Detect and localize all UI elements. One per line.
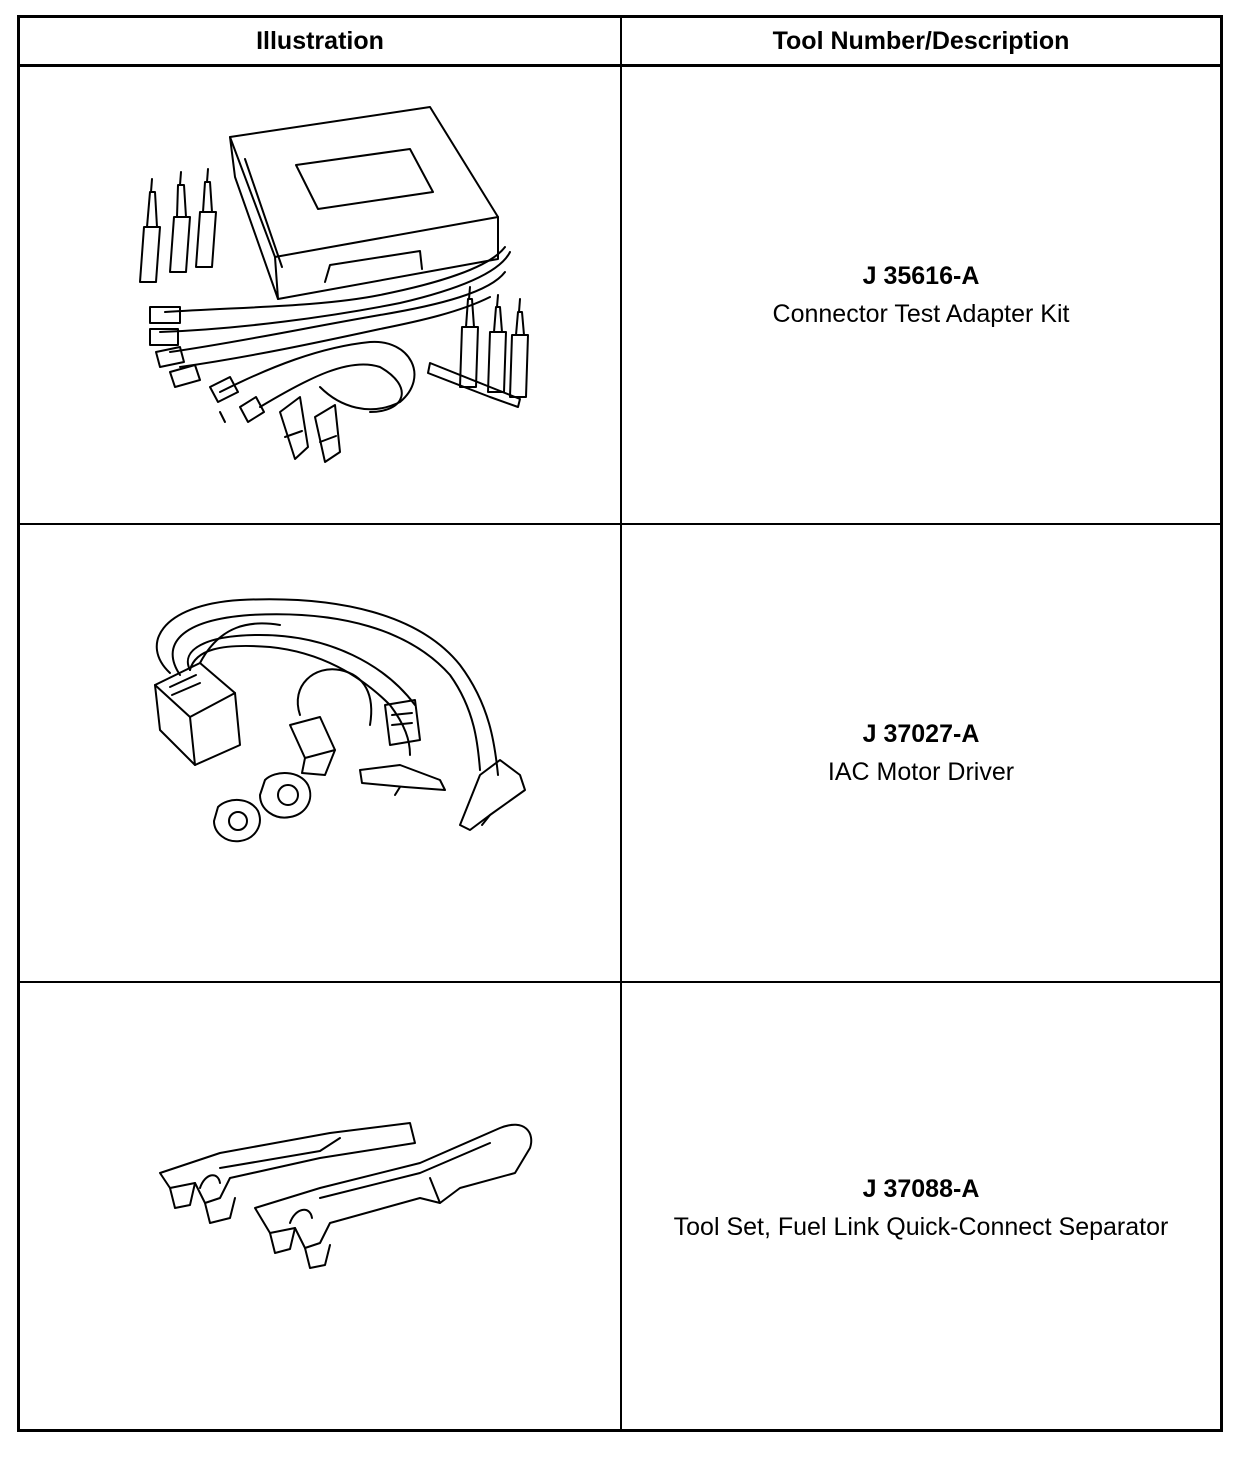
table-row: J 37088-A Tool Set, Fuel Link Quick-Conn… (20, 983, 1220, 1432)
tool-description: IAC Motor Driver (827, 758, 1015, 786)
iac-motor-driver-illustration (20, 525, 620, 981)
header-illustration: Illustration (256, 27, 384, 55)
tool-table: Illustration Tool Number/Description (17, 15, 1223, 1432)
tool-description-cell: J 37088-A Tool Set, Fuel Link Quick-Conn… (622, 983, 1220, 1432)
tool-description-cell: J 35616-A Connector Test Adapter Kit (622, 67, 1220, 523)
tool-number: J 37027-A (862, 720, 980, 748)
column-divider (620, 18, 622, 1429)
tool-description: Tool Set, Fuel Link Quick-Connect Separa… (673, 1212, 1169, 1241)
tool-number: J 37088-A (862, 1174, 980, 1203)
tool-number: J 35616-A (862, 262, 980, 290)
table-header-row: Illustration Tool Number/Description (20, 18, 1220, 67)
connector-test-adapter-kit-illustration (20, 67, 620, 523)
tool-description: Connector Test Adapter Kit (772, 300, 1070, 328)
header-tool-number-description: Tool Number/Description (772, 27, 1070, 55)
quick-connect-separator-illustration (20, 983, 620, 1432)
table-row: J 35616-A Connector Test Adapter Kit (20, 67, 1220, 525)
tool-description-cell: J 37027-A IAC Motor Driver (622, 525, 1220, 981)
table-row: J 37027-A IAC Motor Driver (20, 525, 1220, 983)
